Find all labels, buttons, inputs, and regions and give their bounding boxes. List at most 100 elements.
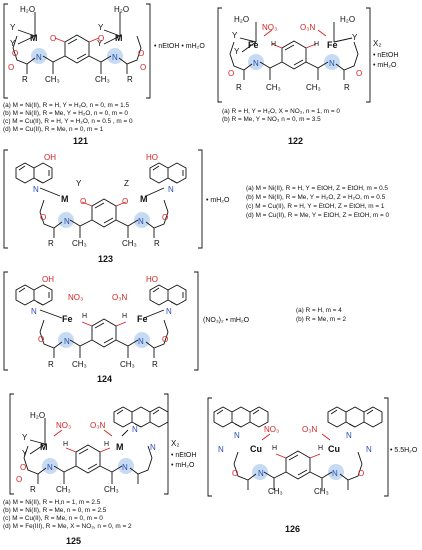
imine-n-1: N — [253, 59, 259, 68]
copper-2: Cu — [328, 444, 340, 454]
solvate-125-water: • mH₂O — [171, 462, 195, 469]
water-ligand-1: H₂O — [20, 5, 35, 14]
h-bridge-2: H — [104, 441, 109, 448]
variant-123b: (b) M = Ni(II), R = Me, Y = H₂O, Z = H₂O… — [246, 194, 386, 201]
methyl-1: CH₃ — [72, 360, 87, 369]
bracket-left — [207, 397, 212, 497]
r-group-2: R — [152, 360, 158, 369]
water-ligand-1: H₂O — [234, 15, 249, 24]
variant-123c: (c) M = Cu(II), R = H, Y = EtOH, Z = EtO… — [246, 203, 385, 210]
variant-125a: (a) M = Ni(II), R = H,n = 1, m = 2.5 — [3, 499, 101, 506]
carboxylate-o-2: O — [162, 213, 168, 222]
bracket-right — [194, 271, 199, 371]
h-bridge-1: H — [63, 441, 68, 448]
metal-2: M — [116, 442, 124, 452]
phen-n-3: N — [346, 431, 352, 440]
quinoline-n-1: N — [31, 307, 37, 316]
h-bridge-1: H — [82, 313, 87, 320]
imine-n-1: N — [36, 53, 42, 62]
y-ligand-1: Y — [232, 31, 238, 40]
y-ligand-3: Y — [98, 23, 104, 32]
carboxylate-o-1: O — [38, 335, 44, 344]
carbonyl-o-1: O — [228, 69, 234, 78]
solvate-123: • mH₂O — [206, 197, 230, 204]
water-ligand: H₂O — [30, 411, 45, 420]
imine-n-2: N — [332, 469, 338, 478]
variant-125b: (b) M = Ni(II), R = Me, n = 0, m = 2.5 — [3, 507, 107, 514]
phenoxo-o-1: O — [80, 197, 86, 206]
y-ligand-1: Y — [10, 23, 16, 32]
variant-121b: (b) M = Ni(II), R = Me, Y = H₂O, n = 0, … — [3, 110, 128, 117]
variant-122a: (a) R = H, Y = H₂O, X = NO₃, n = 1, m = … — [222, 108, 340, 115]
bracket-left — [3, 271, 8, 371]
carbonyl-o-2: O — [356, 69, 362, 78]
h-bridge-2: H — [122, 313, 127, 320]
variant-123d: (d) M = Cu(II), R = Me, Y = EtOH, Z = Et… — [246, 212, 390, 219]
nitrate-2: O₃N — [112, 293, 127, 302]
hydroxyl-1: OH — [42, 275, 54, 284]
r-group-2: R — [154, 239, 160, 248]
phenoxo-o-2: O — [98, 34, 104, 43]
methyl-2: CH₃ — [306, 83, 321, 92]
carboxylate-o-2: O — [138, 49, 144, 58]
methyl-2: CH₃ — [122, 239, 137, 248]
r-group-1: R — [48, 239, 54, 248]
r-group-1: R — [236, 83, 242, 92]
y-ligand-2: Y — [234, 47, 240, 56]
h-bridge-2: H — [314, 41, 319, 48]
imine-n-1: N — [47, 463, 53, 472]
bracket-left — [217, 7, 222, 103]
r-group-1: R — [48, 360, 54, 369]
methyl-2: CH₃ — [314, 487, 329, 496]
phenoxo-o-2: O — [122, 197, 128, 206]
metal-2: M — [115, 33, 123, 43]
bracket-left — [9, 393, 14, 495]
carboxylate-o-2: O — [162, 335, 168, 344]
carboxylate-o-1: O — [20, 463, 26, 472]
nitrate-1: NO₃ — [56, 421, 71, 430]
bracket-left — [3, 149, 8, 249]
y-ligand: Y — [76, 179, 82, 188]
water-ligand-2: H₂O — [114, 5, 129, 14]
compound-number-123: 123 — [98, 254, 113, 264]
water-ligand-2: H₂O — [340, 15, 355, 24]
variant-125d: (d) M = Fe(III), R = Me, X = NO₃, n = 0,… — [3, 523, 132, 530]
variant-125c: (c) M = Cu(II), R = Me, n = 0, m = 0 — [3, 515, 103, 522]
bracket-left — [3, 3, 8, 99]
metal-1: M — [61, 194, 69, 204]
phen-n-4: N — [366, 445, 372, 454]
compound-124: OH HO NO₃ O₃N N N Fe Fe H H N N O O R R … — [3, 271, 347, 384]
methyl-1: CH₃ — [56, 485, 71, 494]
r-group: R — [30, 485, 36, 494]
compound-number-126: 126 — [285, 524, 300, 534]
carboxylate-o-2: O — [358, 469, 364, 478]
methyl-1: CH₃ — [266, 83, 281, 92]
quinoline-n-2: N — [168, 185, 174, 194]
nitrate-2: O₃N — [90, 421, 105, 430]
methyl-2: CH₃ — [95, 75, 110, 84]
y-ligand-2: Y — [22, 449, 28, 458]
copper-1: Cu — [250, 444, 262, 454]
r-group-2: R — [344, 83, 350, 92]
variant-121a: (a) M = Ni(II), R = H, Y = H₂O, n = 0, m… — [3, 102, 129, 109]
h-bridge-2: H — [318, 445, 323, 452]
nitrate-1: NO₃ — [68, 293, 83, 302]
counterion-122: X₂ — [373, 39, 381, 48]
imine-n-2: N — [122, 463, 128, 472]
methyl-1: CH₃ — [72, 239, 87, 248]
carbonyl-o-2: O — [140, 63, 146, 72]
r-group-2: R — [127, 75, 133, 84]
phen-n-1: N — [234, 431, 240, 440]
bracket-right — [198, 149, 203, 249]
metal-2: M — [140, 194, 148, 204]
h-bridge-1: H — [271, 41, 276, 48]
solvate-121: • nEtOH • mH₂O — [154, 43, 205, 50]
carboxylate-o-1: O — [232, 469, 238, 478]
iron-2: Fe — [327, 40, 338, 50]
variant-121d: (d) M = Cu(II), R = Me, n = 0, m = 1 — [3, 126, 104, 133]
bracket-right — [366, 7, 371, 103]
z-ligand: Z — [124, 179, 129, 188]
compound-125: H₂O NO₃ O₃N Y Y M M H H N N N N O O R CH… — [3, 393, 196, 546]
quinoline-n-2: N — [166, 307, 172, 316]
